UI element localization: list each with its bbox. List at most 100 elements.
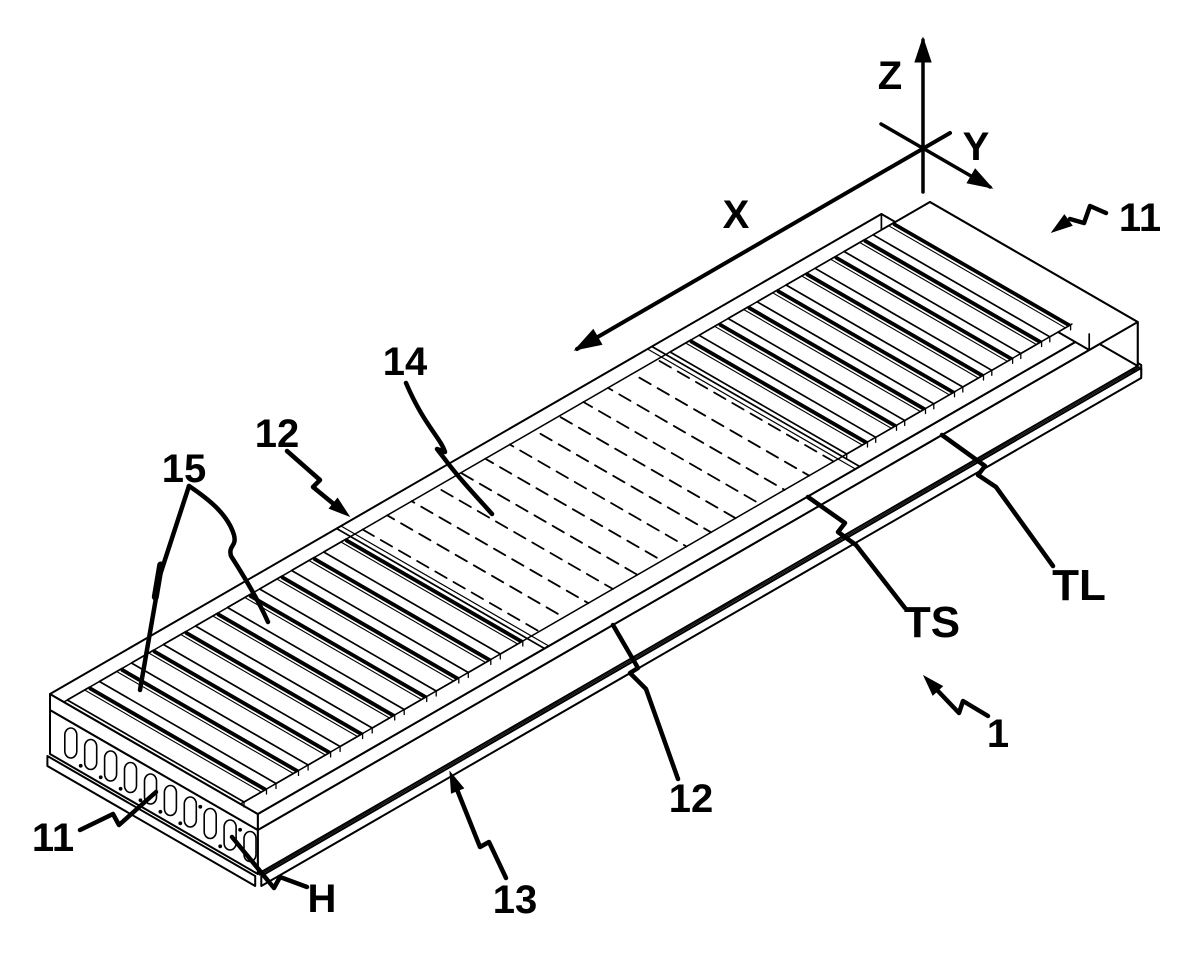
cover-sheet-right-boundary-2 [646, 348, 857, 470]
hidden-slat-dashed-line [558, 415, 737, 520]
strand-dot [118, 786, 123, 791]
leader-1-arrowhead-icon [922, 674, 944, 696]
label-12-lower: 12 [669, 777, 714, 821]
strand-dot [138, 798, 143, 803]
hidden-slat-dashed-line [459, 471, 639, 576]
strand-dot [178, 821, 183, 826]
hollow-core [163, 784, 178, 817]
transverse-slat-arris [341, 541, 518, 645]
transverse-slat-arris [860, 242, 1037, 345]
leader-TL [939, 432, 1056, 569]
strand-dot [218, 844, 223, 849]
x-axis [575, 131, 952, 351]
transverse-slat-edge-shadow [88, 687, 266, 791]
hidden-slat-dashed-line [607, 386, 786, 491]
leader-11-left [77, 789, 159, 833]
transverse-slat-arris [714, 326, 892, 429]
cover-sheet-right-boundary [651, 345, 861, 468]
strand-dot [158, 809, 163, 814]
leader-H [229, 834, 310, 891]
drawing-geometry [46, 36, 1143, 891]
hidden-slat-dashed-line [484, 457, 663, 562]
transverse-slat-arris [685, 342, 862, 446]
transverse-slat-arris [84, 689, 261, 793]
transverse-slat-edge-shadow [863, 239, 1041, 343]
hidden-slat-dashed-line [508, 443, 688, 548]
transverse-slat-arris [743, 309, 921, 412]
transverse-slat-arris [181, 634, 358, 737]
transverse-slat-edge-shadow [718, 323, 896, 427]
hidden-slat-dashed-line [631, 372, 811, 477]
leader-12-upper-arrowhead-icon [328, 497, 351, 518]
transverse-slat-arris [889, 225, 1066, 328]
leader-11-top-arrowhead-icon [1050, 214, 1073, 233]
transverse-slat-edge-shadow [184, 631, 362, 735]
z-axis-arrowhead-icon [914, 36, 932, 63]
label-TS: TS [904, 598, 960, 647]
leader-13-arrowhead-icon [449, 770, 465, 794]
transverse-slat-arris [802, 275, 979, 379]
label-TL: TL [1052, 561, 1106, 610]
hidden-slat-dashed-line [656, 358, 835, 463]
hidden-slat-dashed-line [533, 429, 712, 534]
transverse-slat-edge-shadow [120, 668, 298, 772]
hollow-core [223, 819, 237, 851]
transverse-slat-edge-shadow [312, 557, 490, 661]
hollow-core [123, 761, 138, 794]
strand-dot [98, 775, 103, 780]
transverse-slat-edge-shadow [248, 594, 426, 698]
transverse-slat-arris [116, 671, 294, 774]
hidden-slat-dashed-line [582, 401, 761, 505]
bottom-plate-top-seam [258, 366, 1141, 876]
transverse-slat-arris [277, 578, 454, 682]
transverse-slat-edge-shadow [834, 256, 1012, 360]
transverse-slat-arris [831, 259, 1008, 362]
leader-14 [403, 380, 495, 517]
leader-15-tick [151, 561, 165, 601]
transverse-slat-edge-shadow [747, 306, 925, 410]
transverse-slat-edge-shadow [280, 576, 458, 680]
label-12-upper: 12 [255, 412, 300, 456]
label-14: 14 [383, 340, 428, 384]
hollow-core [64, 727, 78, 759]
label-1: 1 [987, 712, 1009, 756]
y-axis-arrowhead-icon [966, 168, 994, 189]
hidden-slat-dashed-line [435, 486, 614, 590]
leader-15-b [186, 483, 271, 625]
transverse-slat-arris [772, 292, 950, 395]
transverse-slat-edge-shadow [689, 340, 867, 444]
hollow-core [103, 750, 118, 782]
bottom-plate-left-edge [46, 755, 257, 887]
strand-dot [198, 804, 203, 809]
transverse-slat-arris [309, 560, 486, 663]
cover-sheet-left-boundary-2 [340, 525, 550, 647]
hollow-core [183, 796, 198, 828]
leader-12-lower [610, 622, 681, 782]
axis-label-z: Z [878, 54, 902, 98]
label-15: 15 [162, 447, 207, 491]
hollow-core [83, 738, 98, 771]
leader-TS [805, 494, 908, 611]
hidden-slat-dashed-line [361, 528, 541, 633]
x-axis-arrowhead-icon [573, 328, 603, 351]
hidden-slat-dashed-line [410, 500, 590, 605]
axis-label-y: Y [963, 125, 990, 169]
axis-label-x: X [723, 193, 750, 237]
label-11-left: 11 [32, 816, 74, 860]
strand-dot [238, 827, 243, 832]
transverse-slat-edge-shadow [344, 539, 522, 643]
transverse-slat-arris [245, 597, 422, 700]
leader-12-upper [284, 448, 344, 513]
leader-11-top [1067, 203, 1109, 226]
transverse-slat-edge-shadow [892, 222, 1070, 327]
leader-13 [453, 784, 509, 881]
transverse-slat-arris [149, 652, 326, 756]
transverse-slat-arris [213, 615, 390, 719]
label-11-top: 11 [1119, 196, 1161, 240]
label-H: H [308, 877, 337, 921]
label-layer: Z Y X 11 14 12 15 11 H 13 12 TS TL 1 [32, 54, 1161, 922]
label-13: 13 [493, 878, 538, 922]
transverse-slat-edge-shadow [776, 289, 954, 394]
